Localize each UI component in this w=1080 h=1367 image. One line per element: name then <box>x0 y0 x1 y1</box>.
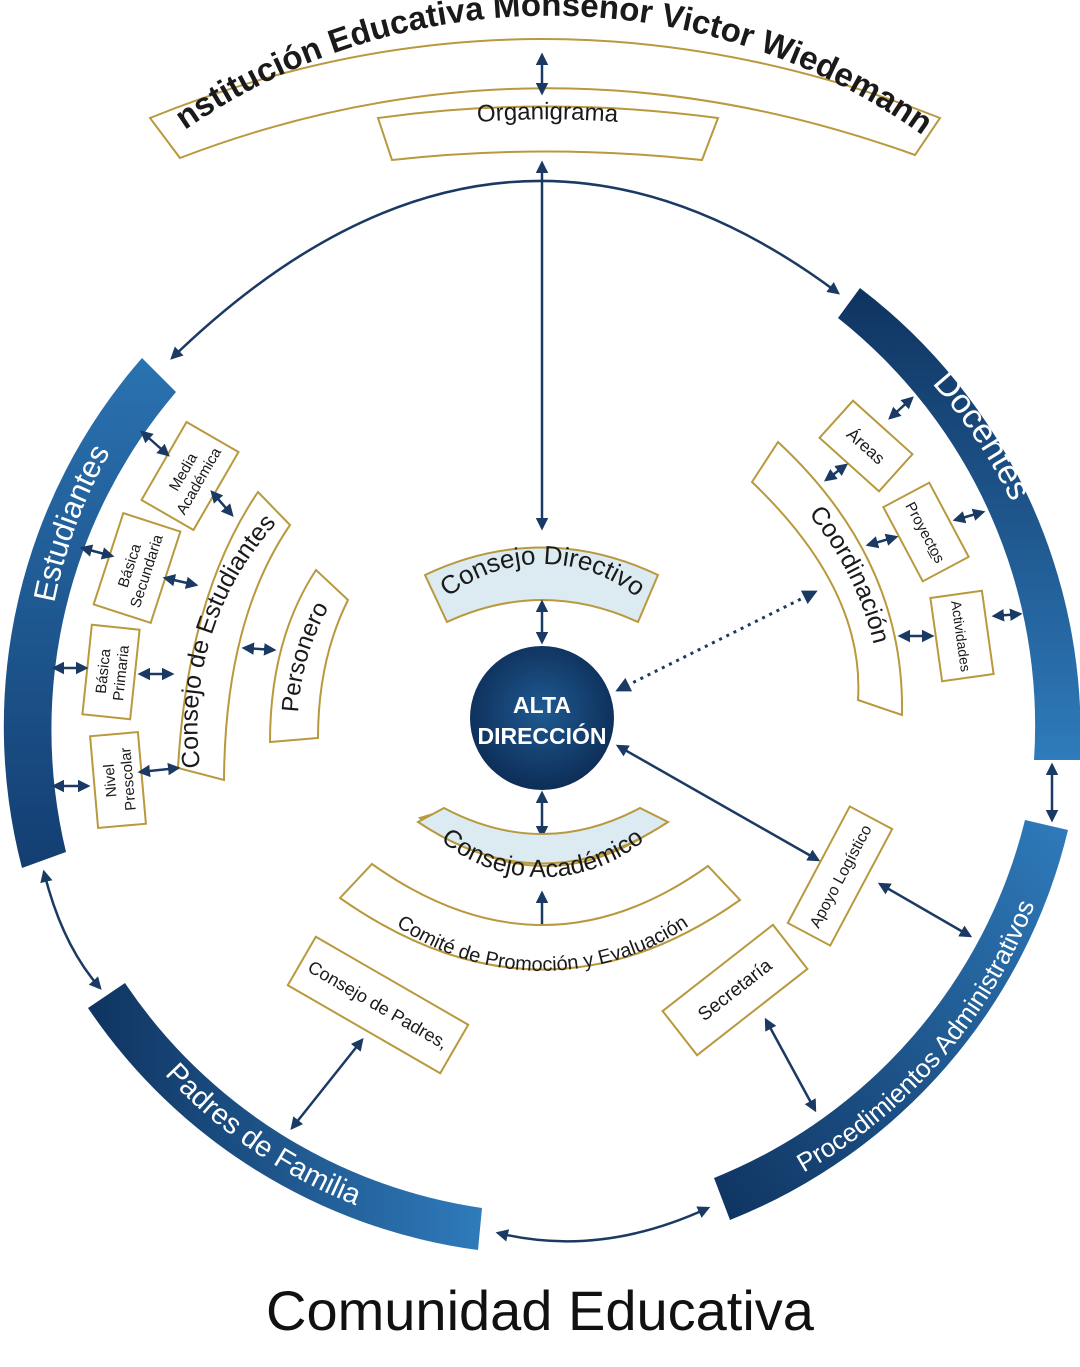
basica-primaria-line1: Básica <box>93 647 115 694</box>
arc-estudiantes-docentes <box>170 179 841 360</box>
consejo-padres-box: Consejo de Padres, <box>286 935 470 1075</box>
alta-direccion: ALTA DIRECCIÓN <box>470 646 614 790</box>
arrow-media-estudiantes <box>140 430 170 457</box>
alta-direccion-line1: ALTA <box>513 692 571 718</box>
arc-procedimientos-padres <box>495 1206 711 1243</box>
nivel-prescolar-line1: Nivel <box>101 763 121 798</box>
secretaria-box: Secretaría <box>661 923 809 1057</box>
actividades-box: Actividades <box>929 589 995 683</box>
areas-box: Áreas <box>818 399 914 493</box>
arrow-actividades-docentes <box>991 608 1023 622</box>
footer-title: Comunidad Educativa <box>266 1279 814 1342</box>
nivel-prescolar-box: Nivel Prescolar <box>88 730 148 830</box>
basica-primaria-line2: Primaria <box>110 644 133 702</box>
arrow-proyectos-coord <box>865 533 899 549</box>
proyectos-box: Proyecto̲s <box>881 481 971 583</box>
personero: Personero <box>268 568 350 744</box>
organigrama-title: Organigrama <box>476 98 620 128</box>
apoyo-logistico-box: Apoyo Logístico <box>786 805 894 947</box>
basica-primaria-box: Básica Primaria <box>81 623 141 721</box>
arrow-proyectos-docentes <box>952 508 986 524</box>
alta-direccion-line2: DIRECCIÓN <box>477 722 606 749</box>
arrow-secundaria-ce <box>162 574 199 589</box>
arrow-areas-coord <box>824 463 848 482</box>
media-academica-box: Media Académica <box>140 420 240 532</box>
padres-label: Padres de Familia <box>159 1057 366 1212</box>
arrow-media-ce <box>210 490 234 517</box>
nivel-prescolar-line2: Prescolar <box>117 747 139 812</box>
basica-secundaria-box: Básica Secundaria <box>92 511 182 625</box>
organigrama-banner: Organigrama <box>376 98 720 162</box>
arrow-secundaria-estudiantes <box>79 544 115 560</box>
arrow-alta-apoyo <box>615 744 821 862</box>
arrow-consejo-padres-padres <box>290 1038 364 1130</box>
arrow-ce-personero <box>241 642 277 656</box>
arrow-secretaria-procedimientos <box>764 1017 817 1113</box>
arrow-prescolar-ce <box>137 762 181 778</box>
arrow-apoyo-procedimientos <box>877 882 973 938</box>
dotted-coordinacion-alta <box>615 590 818 692</box>
arrow-areas-docentes <box>888 396 914 420</box>
arc-padres-estudiantes <box>40 869 102 990</box>
